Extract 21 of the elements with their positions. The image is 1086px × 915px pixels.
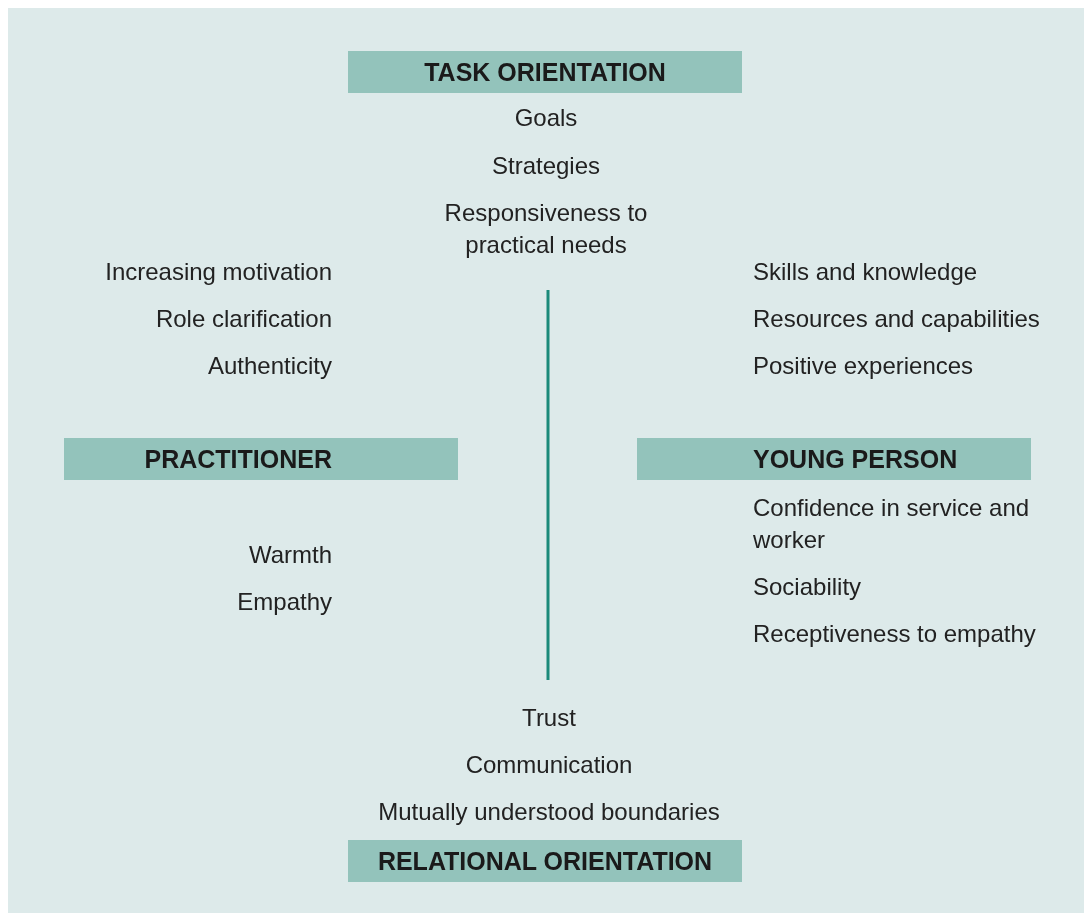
task-orientation-band: TASK ORIENTATION [348,51,742,93]
list-item-text: Skills and knowledge [753,257,978,287]
list-item-text: Receptiveness to empathy [753,619,1036,649]
list-item-text: Sociability [753,572,862,602]
list-item-text: Increasing motivation [105,257,332,287]
list-item-text: Responsiveness to practical needs [443,198,649,260]
young-person-band: YOUNG PERSON [637,438,1031,480]
list-item-text: Trust [521,703,577,733]
relational-orientation-band: RELATIONAL ORIENTATION [348,840,742,882]
list-item-text: Resources and capabilities [753,304,1040,334]
list-item-text: Positive experiences [753,351,974,381]
list-item-text: Mutually understood boundaries [377,797,721,827]
list-item-text: Empathy [237,587,332,617]
list-item-text: Goals [513,103,579,133]
list-item-text: Warmth [248,540,332,570]
list-item-text: Authenticity [207,351,332,381]
list-item-text: Communication [464,750,634,780]
list-item-text: Strategies [490,151,602,181]
list-item-text: Confidence in service and worker [753,493,1031,555]
practitioner-band: PRACTITIONER [64,438,458,480]
list-item-text: Role clarification [155,304,332,334]
